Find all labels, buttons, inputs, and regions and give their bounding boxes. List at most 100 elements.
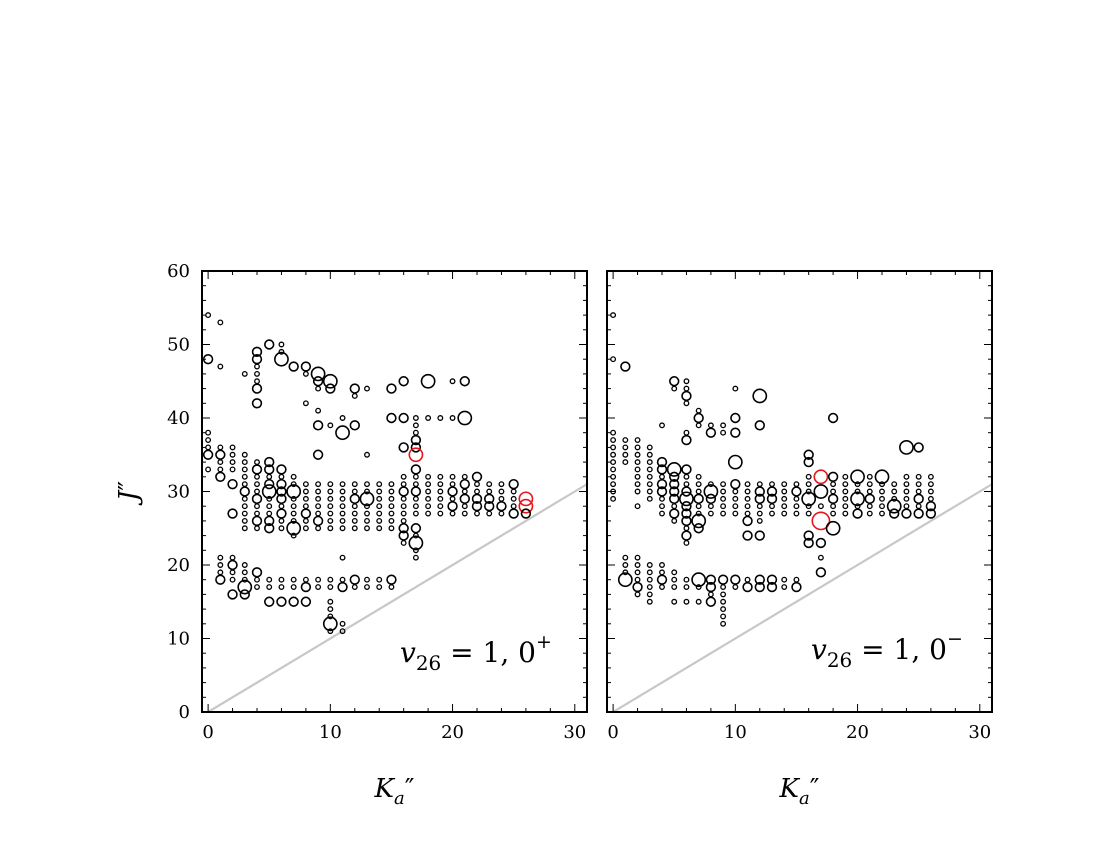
data-point-right (925, 501, 937, 512)
data-point-left (251, 346, 263, 358)
data-point-right (842, 481, 849, 488)
data-point-left (364, 488, 370, 495)
data-point-left (412, 554, 419, 561)
data-point-right (913, 493, 924, 505)
data-point-left (315, 584, 322, 590)
data-point-right (913, 442, 924, 453)
data-point-right (732, 503, 739, 510)
data-point-left (302, 370, 309, 377)
data-point-left (266, 503, 273, 510)
data-point-right (707, 503, 714, 510)
data-point-left (459, 478, 470, 490)
data-point-right (754, 486, 765, 497)
data-point-right (659, 422, 665, 429)
data-point-left (486, 488, 493, 495)
data-point-left (205, 444, 212, 451)
data-point-left (327, 510, 334, 517)
data-point-left (364, 510, 370, 517)
data-point-left (412, 422, 419, 429)
data-point-left (364, 576, 370, 583)
data-point-left (302, 481, 309, 488)
data-point-right (781, 495, 788, 502)
data-point-left (339, 481, 346, 488)
data-point-left (425, 510, 432, 517)
data-point-left (302, 525, 309, 532)
data-point-left (351, 525, 358, 532)
data-point-left (264, 523, 275, 534)
data-point-left (359, 491, 375, 507)
data-point-right (827, 471, 839, 482)
data-point-right (803, 449, 814, 460)
data-point-right (669, 508, 680, 519)
data-point-right (720, 613, 727, 620)
data-point-left (227, 589, 238, 600)
data-point-left (254, 481, 260, 488)
data-point-left (376, 495, 383, 502)
data-point-right (610, 473, 617, 480)
data-point-right (901, 508, 912, 519)
data-point-right (681, 530, 692, 541)
data-point-right (842, 510, 849, 517)
reference-line-left (207, 483, 587, 712)
data-point-left (388, 481, 395, 488)
data-point-left (315, 503, 322, 510)
data-point-left (205, 429, 212, 436)
data-point-right (769, 510, 775, 517)
data-point-left (241, 503, 248, 510)
data-point-right (793, 576, 800, 583)
y-tick-label: 30 (167, 482, 190, 503)
data-point-right (669, 471, 680, 482)
data-point-right (705, 581, 717, 593)
annotation-superscript: − (947, 628, 963, 650)
x-tick-label: 0 (202, 722, 213, 743)
data-point-right (679, 491, 694, 507)
data-point-right (683, 400, 690, 407)
data-point-left (310, 366, 326, 382)
data-point-left (351, 481, 358, 488)
data-point-right (622, 437, 629, 443)
data-point-right (732, 584, 739, 590)
data-point-right (927, 473, 934, 480)
data-point-left (412, 495, 419, 502)
data-point-left (400, 517, 407, 524)
data-point-left (412, 473, 419, 480)
data-point-left (388, 525, 395, 532)
data-point-right (842, 473, 849, 480)
data-point-right (646, 488, 653, 495)
data-point-right (656, 456, 668, 468)
data-point-right (879, 503, 885, 510)
data-point-left (278, 348, 285, 355)
data-point-left (217, 562, 224, 568)
data-point-right (634, 444, 641, 451)
data-point-left (471, 471, 483, 482)
data-point-right (927, 495, 934, 502)
data-point-right (683, 429, 690, 436)
data-point-left (237, 579, 253, 595)
data-point-right (656, 574, 668, 585)
data-point-left (449, 378, 456, 385)
data-point-left (339, 525, 346, 532)
data-point-left (376, 503, 383, 510)
data-point-left (254, 363, 260, 370)
y-tick-label: 20 (167, 555, 190, 576)
data-point-right (622, 451, 629, 458)
data-point-right (695, 407, 702, 414)
data-point-left (315, 576, 322, 583)
data-point-left (412, 532, 419, 539)
data-point-right (695, 488, 702, 495)
data-point-left (351, 517, 358, 524)
data-point-right (705, 427, 717, 438)
data-point-left (400, 540, 407, 546)
x-axis-title: Ka″ (374, 774, 415, 809)
data-point-right (683, 385, 690, 392)
data-point-left (520, 508, 532, 519)
data-point-right (707, 591, 714, 598)
data-point-left (474, 488, 480, 495)
data-point-left (447, 501, 458, 512)
data-point-right (634, 481, 641, 488)
data-point-right (634, 554, 641, 561)
data-point-left (276, 464, 287, 475)
data-point-left (217, 444, 224, 451)
data-point-left (217, 569, 224, 576)
